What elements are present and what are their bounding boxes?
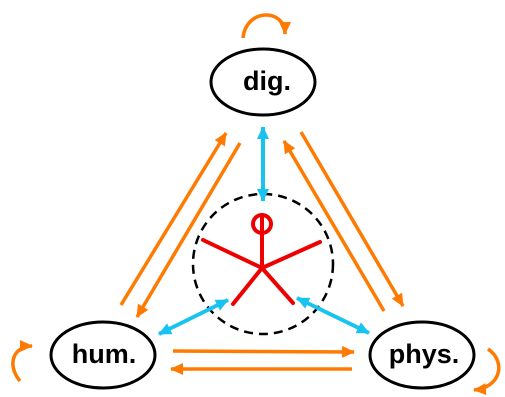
node-physical-label: phys.	[389, 339, 460, 369]
node-physical: phys.	[368, 320, 476, 390]
center-dashed-circle	[191, 192, 335, 336]
center-human-double-arrow	[158, 298, 229, 336]
physical-self-loop-arrow	[473, 347, 501, 396]
digital-self-loop-arrow	[241, 13, 291, 39]
node-digital: dig.	[209, 47, 317, 117]
node-human: hum.	[49, 320, 157, 390]
physical-to-digital-arrow	[282, 140, 386, 312]
digital-to-human-arrow	[135, 142, 242, 318]
node-human-label: hum.	[72, 339, 137, 369]
node-digital-label: dig.	[243, 66, 291, 96]
stick-figure-person-icon	[201, 213, 322, 306]
human-self-loop-arrow	[11, 340, 33, 383]
human-to-physical-arrow	[172, 345, 355, 358]
center-physical-double-arrow	[296, 296, 370, 335]
digital-to-physical-arrow	[299, 131, 405, 307]
human-to-digital-arrow	[119, 132, 228, 306]
